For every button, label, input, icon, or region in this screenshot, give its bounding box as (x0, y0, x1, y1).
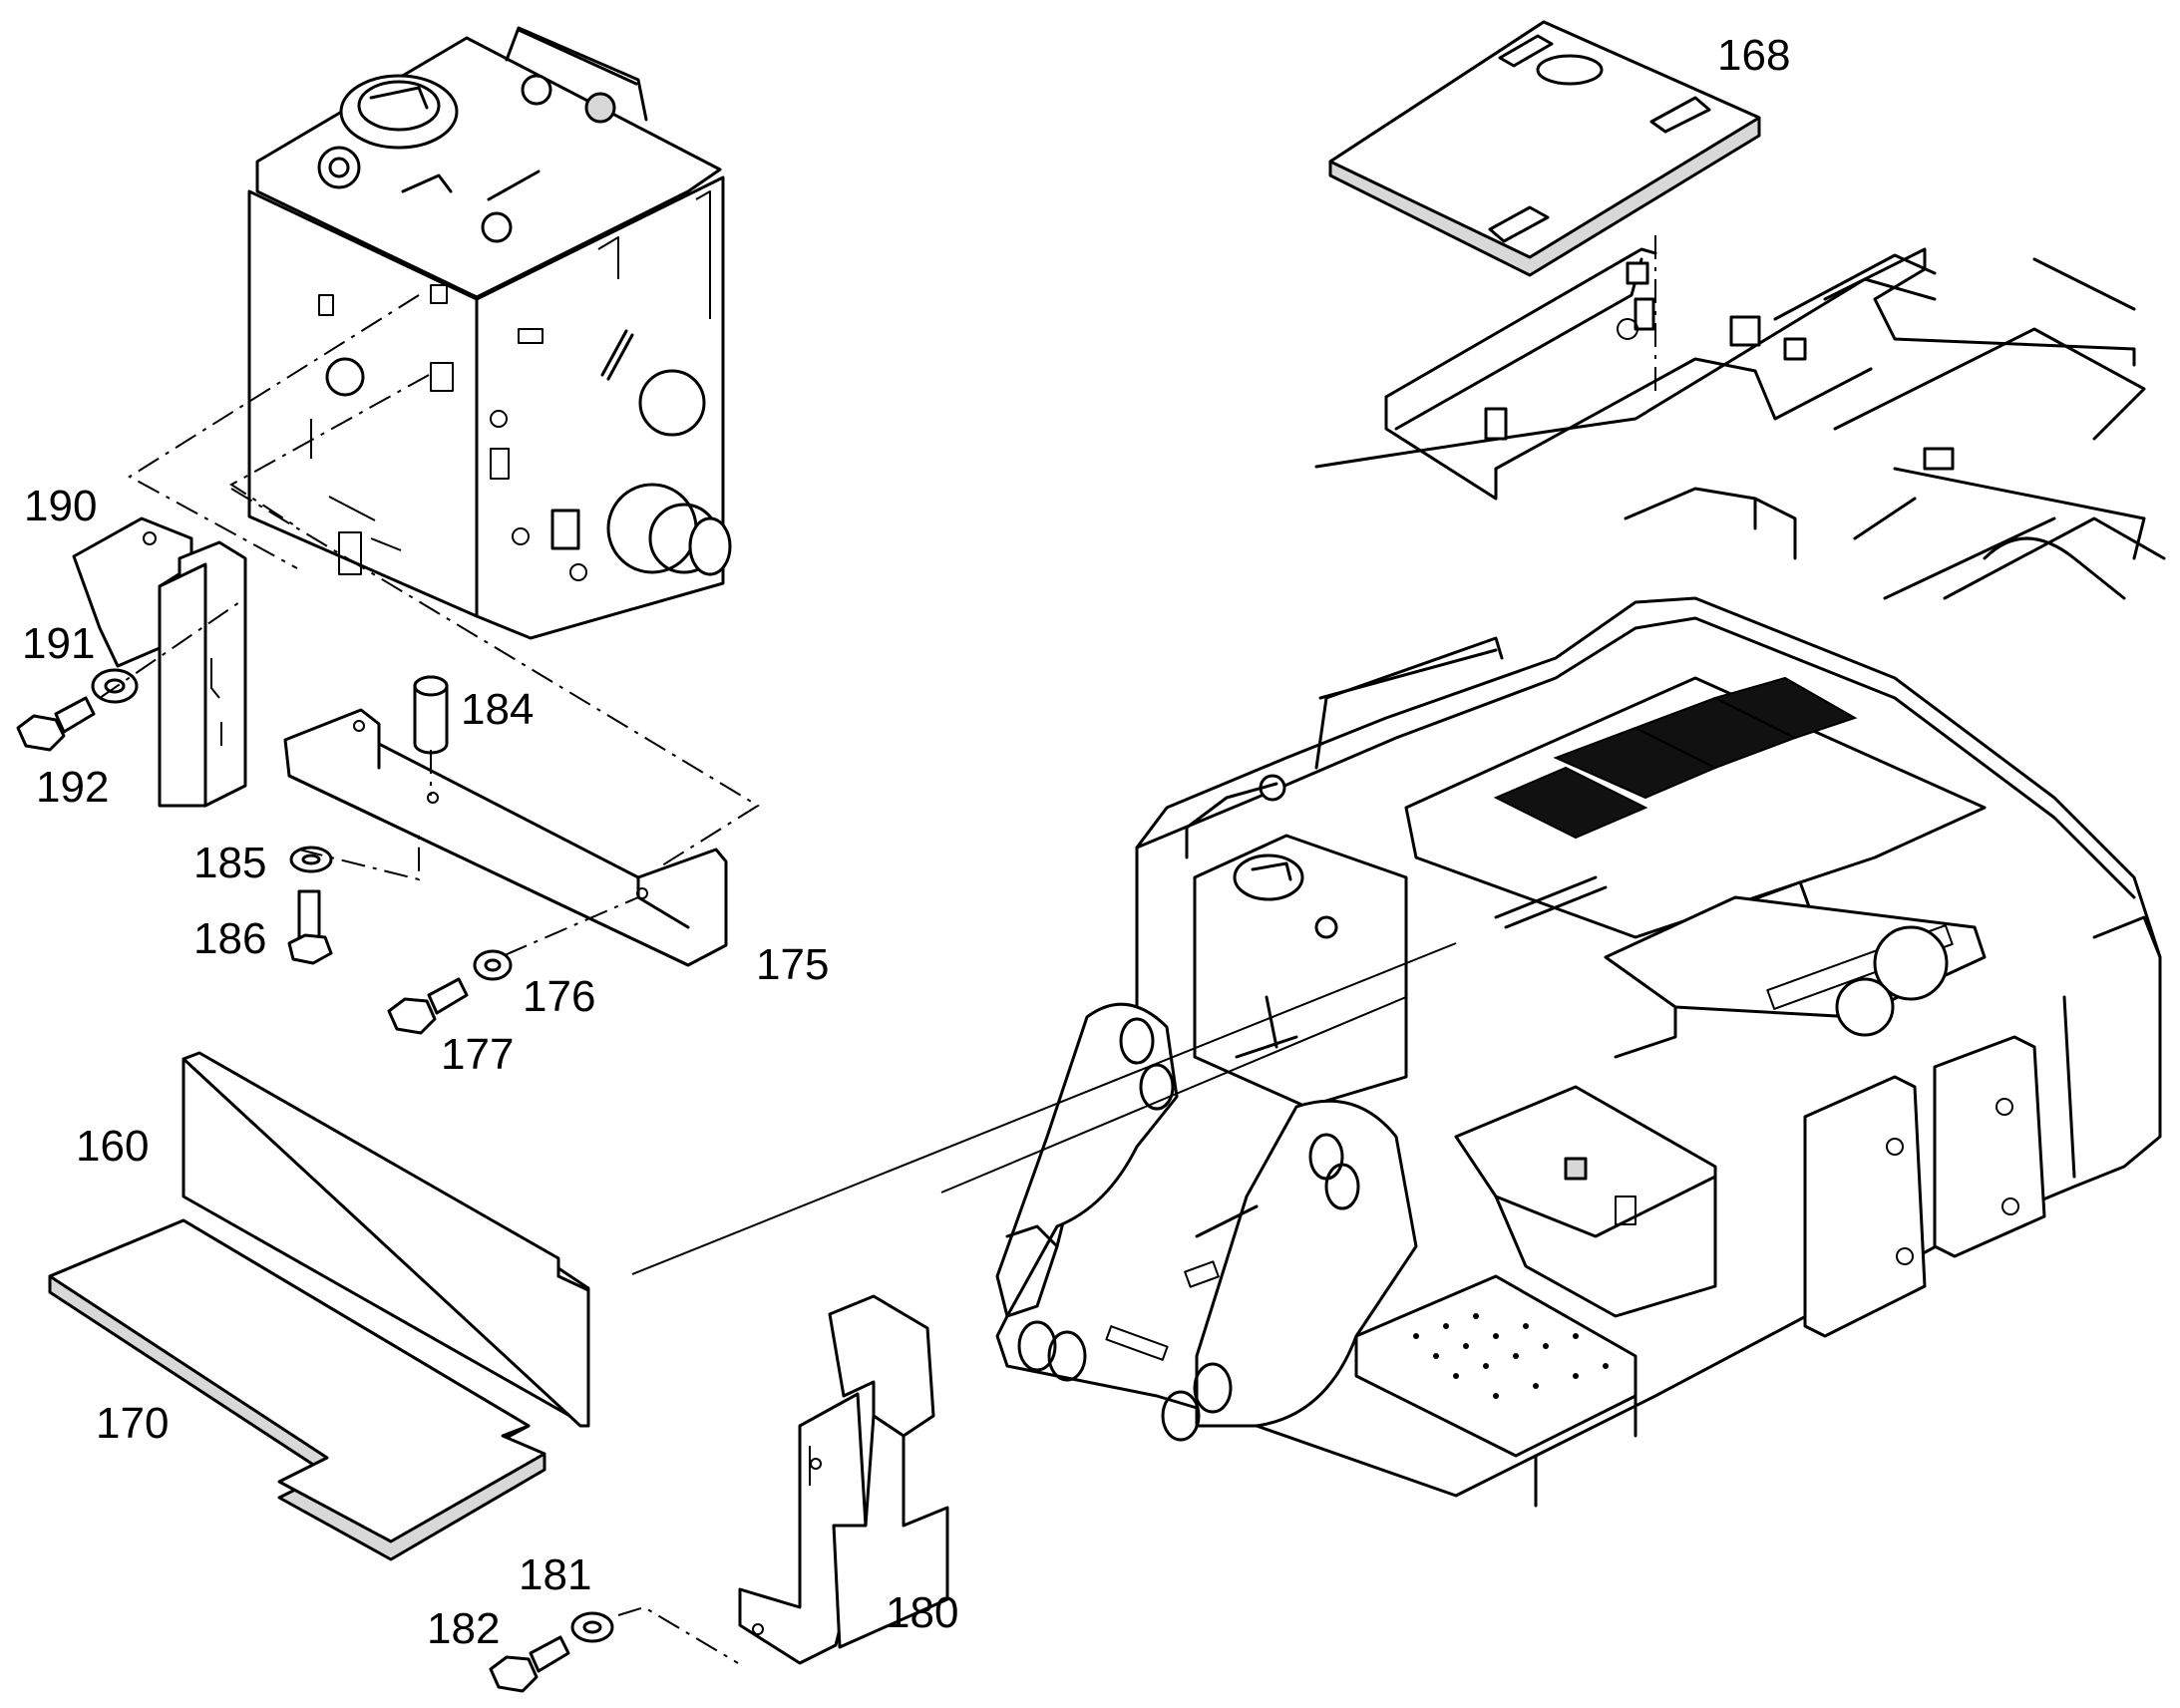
label-185: 185 (193, 839, 266, 887)
plate-170 (48, 1218, 546, 1561)
label-192: 192 (36, 763, 109, 812)
leader-lines (99, 235, 1656, 1664)
label-181: 181 (519, 1550, 591, 1599)
bolt-192 (16, 696, 96, 752)
bolt-177 (387, 977, 469, 1035)
washer-176 (473, 949, 513, 981)
upper-frame (1314, 247, 2166, 600)
part-labels: 168 190 191 192 184 185 186 175 176 177 … (22, 31, 1790, 1653)
label-182: 182 (427, 1604, 500, 1653)
bracket-190 (72, 516, 247, 808)
label-186: 186 (193, 914, 266, 963)
bolt-182 (489, 1635, 570, 1693)
label-170: 170 (96, 1399, 169, 1448)
bolt-186 (287, 889, 333, 965)
label-191: 191 (22, 619, 95, 668)
machine-body (995, 596, 2162, 1508)
bracket-175 (283, 708, 728, 967)
label-177: 177 (441, 1030, 514, 1079)
label-180: 180 (886, 1588, 958, 1637)
washer-181 (570, 1611, 614, 1643)
label-184: 184 (461, 685, 534, 734)
label-176: 176 (523, 972, 595, 1021)
plate-160 (182, 1051, 590, 1428)
label-175: 175 (756, 940, 829, 989)
spacer-184 (413, 675, 449, 755)
label-160: 160 (76, 1122, 149, 1171)
cover-plate-168 (1328, 20, 1761, 277)
washer-191 (91, 668, 139, 704)
bracket-180 (738, 1294, 949, 1665)
washer-185 (289, 846, 333, 873)
label-168: 168 (1717, 31, 1790, 80)
tank-assembly (247, 26, 732, 640)
label-190: 190 (24, 482, 97, 530)
